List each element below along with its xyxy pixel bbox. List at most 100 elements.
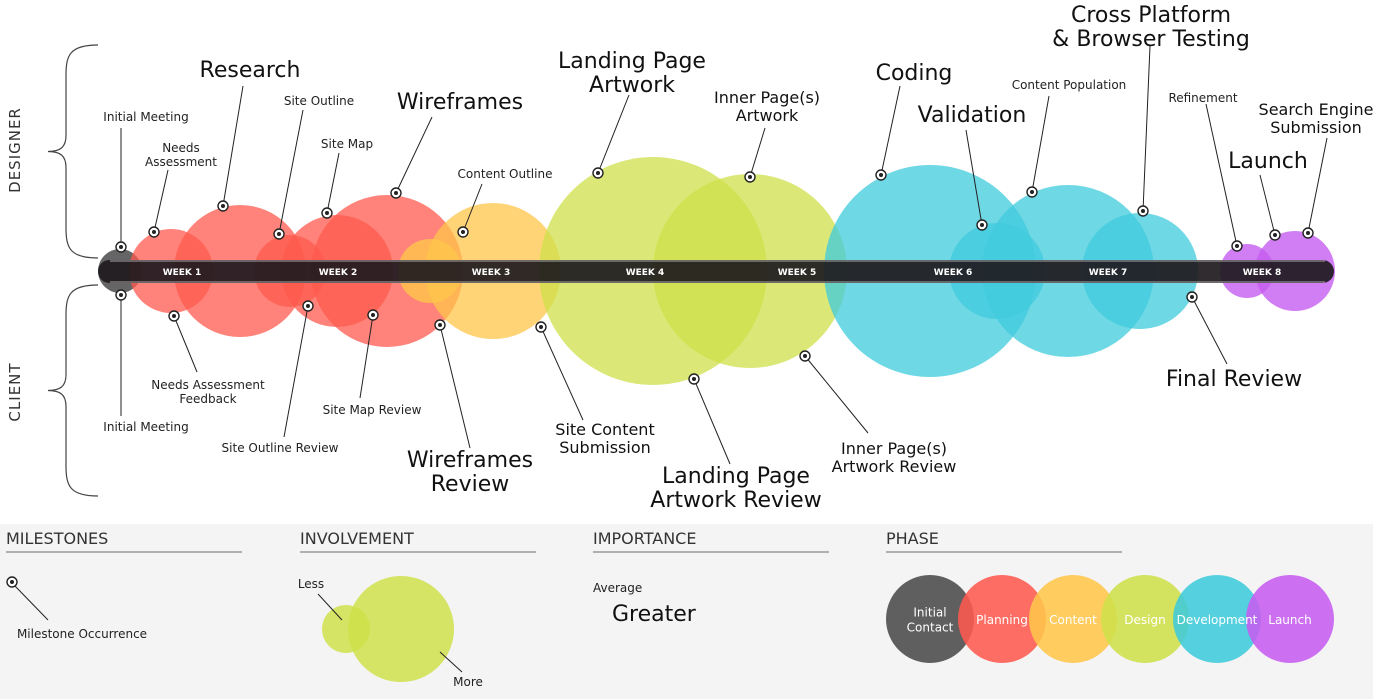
milestone-leader-line	[965, 129, 983, 226]
legend-phase-label: Content	[1049, 613, 1097, 627]
milestone-label: Artwork Review	[832, 457, 957, 476]
milestone-label: Submission	[559, 438, 651, 457]
legend-milestone-leader	[14, 585, 49, 621]
milestone-marker-center	[119, 245, 123, 249]
milestone-label: Wireframes	[397, 90, 523, 115]
milestone-label: Landing Page	[558, 49, 706, 74]
milestone-marker-center	[461, 230, 465, 234]
milestone-label: Content Outline	[458, 167, 553, 181]
legend-milestone-caption: Milestone Occurrence	[17, 627, 147, 641]
legend-phase-label: Initial	[913, 606, 946, 620]
milestone-label: Needs Assessment	[151, 378, 265, 392]
milestone-label: Initial Meeting	[103, 110, 188, 124]
milestone-marker-center	[803, 354, 807, 358]
milestone-client-final-review: Final Review	[1166, 291, 1302, 392]
milestone-designer-refinement: Refinement	[1168, 91, 1243, 252]
legend-title: IMPORTANCE	[593, 529, 696, 548]
milestone-leader-line	[462, 183, 483, 233]
legend-phase-initial-contact-circle	[886, 575, 974, 663]
legend-phase-design-circle	[1101, 575, 1189, 663]
week-label-2: WEEK 2	[319, 268, 358, 278]
legend-milestone-marker-center	[10, 580, 14, 584]
milestone-designer-wireframes: Wireframes	[390, 90, 523, 199]
milestone-marker-center	[306, 304, 310, 308]
milestone-designer-content-population: Content Population	[1012, 78, 1126, 198]
milestone-label: Site Map	[321, 137, 373, 151]
milestone-marker-center	[1030, 190, 1034, 194]
legend-involvement-more-circle	[348, 576, 454, 682]
milestone-client-inner-page-s-artwork-review: Inner Page(s)Artwork Review	[799, 350, 957, 476]
milestone-leader-line	[283, 305, 309, 438]
milestone-marker-center	[277, 232, 281, 236]
milestone-marker-center	[1273, 233, 1277, 237]
milestone-designer-initial-meeting: Initial Meeting	[103, 110, 189, 253]
legend-title: PHASE	[886, 529, 939, 548]
milestone-label: Final Review	[1166, 367, 1302, 392]
legend-involvement-more-leader	[439, 651, 463, 673]
milestone-leader-line	[804, 355, 869, 434]
milestone-designer-inner-page-s-artwork: Inner Page(s)Artwork	[714, 88, 820, 183]
milestone-label: Wireframes	[407, 448, 533, 473]
week-label-5: WEEK 5	[778, 268, 817, 278]
milestone-leader-line	[693, 378, 731, 465]
week-bar	[98, 260, 1334, 283]
milestone-label: Site Map Review	[323, 403, 422, 417]
week-label-3: WEEK 3	[472, 268, 511, 278]
milestone-marker-center	[748, 175, 752, 179]
legend-phase-label: Contact	[907, 621, 954, 635]
milestone-leader-line	[1307, 137, 1328, 234]
milestone-label: Research	[200, 58, 301, 83]
legend-phase-label: Development	[1177, 613, 1258, 627]
milestone-designer-research: Research	[200, 58, 301, 212]
milestone-designer-site-outline: Site Outline	[273, 94, 354, 240]
legend-phase-label: Launch	[1268, 613, 1311, 627]
milestone-leader-line	[880, 85, 901, 176]
milestone-marker-center	[1190, 295, 1194, 299]
milestone-marker-center	[1306, 231, 1310, 235]
milestone-client-site-map-review: Site Map Review	[323, 309, 422, 417]
milestone-client-initial-meeting: Initial Meeting	[103, 289, 189, 434]
milestone-leader-line	[173, 315, 198, 373]
milestone-label: Inner Page(s)	[714, 88, 820, 107]
week-label-6: WEEK 6	[934, 268, 973, 278]
milestone-leader-line	[1142, 45, 1151, 212]
milestone-leader-line	[1259, 174, 1276, 236]
legend-phase-label: Design	[1124, 613, 1165, 627]
milestone-leader-line	[326, 152, 340, 214]
milestone-label: Site Outline	[284, 94, 354, 108]
milestone-leader-line	[439, 324, 471, 449]
milestone-leader-line	[1191, 296, 1228, 365]
milestone-label: Review	[431, 472, 510, 497]
milestone-leader-line	[597, 94, 630, 174]
week-label-8: WEEK 8	[1243, 268, 1282, 278]
milestone-leader-line	[749, 127, 766, 178]
milestone-label: Feedback	[179, 392, 236, 406]
milestone-marker-center	[119, 293, 123, 297]
milestone-marker-center	[371, 313, 375, 317]
milestone-label: Inner Page(s)	[841, 439, 947, 458]
milestone-marker-center	[1141, 209, 1145, 213]
milestone-label: Artwork Review	[650, 488, 821, 513]
milestone-label: Submission	[1270, 118, 1362, 137]
milestone-leader-line	[1205, 103, 1238, 247]
legend-title: INVOLVEMENT	[300, 529, 414, 548]
legend-phase-launch-circle	[1246, 575, 1334, 663]
milestone-leader-line	[1031, 95, 1050, 193]
milestone-label: Landing Page	[662, 464, 810, 489]
milestone-marker-center	[438, 323, 442, 327]
milestone-label: Site Content	[555, 420, 654, 439]
legend-involvement-more: More	[453, 675, 483, 689]
legend-involvement-less: Less	[298, 577, 324, 591]
week-label-7: WEEK 7	[1089, 268, 1128, 278]
legend-title: MILESTONES	[6, 529, 108, 548]
milestone-designer-content-outline: Content Outline	[457, 167, 553, 238]
